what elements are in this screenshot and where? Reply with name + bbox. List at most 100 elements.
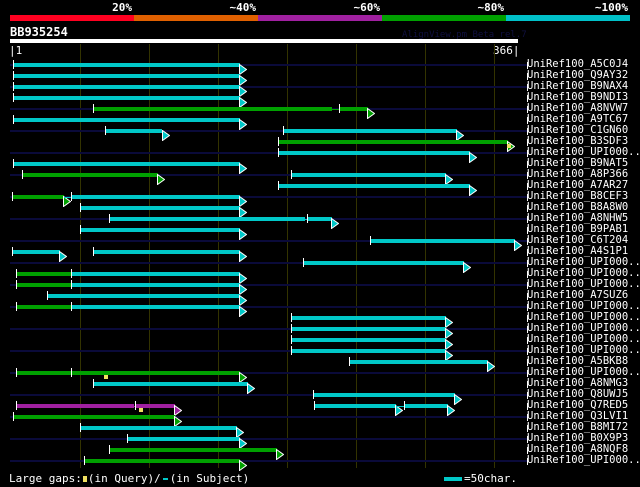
hit-label[interactable]: UniRef100_UPI000..: [527, 454, 640, 466]
hit-label[interactable]: UniRef100_A7SUZ6: [527, 289, 629, 301]
alignment-segment[interactable]: [13, 96, 240, 100]
alignment-segment[interactable]: [71, 272, 240, 276]
hit-label[interactable]: UniRef100_Q3LVI1: [527, 410, 629, 422]
hit-label[interactable]: UniRef100_B8A8W0: [527, 201, 629, 213]
alignment-segment[interactable]: [108, 448, 278, 452]
alignment-segment[interactable]: [278, 151, 471, 155]
hit-label[interactable]: UniRef100_A9TC67: [527, 113, 629, 125]
hit-label[interactable]: UniRef100_UPI000..: [527, 366, 640, 378]
row-track-line: [10, 372, 527, 374]
alignment-segment[interactable]: [108, 217, 305, 221]
alignment-segment[interactable]: [314, 404, 396, 408]
hit-label[interactable]: UniRef100_UPI000..: [527, 311, 640, 323]
hit-label[interactable]: UniRef100_UPI000..: [527, 300, 640, 312]
alignment-segment[interactable]: [93, 382, 249, 386]
alignment-segment[interactable]: [71, 305, 240, 309]
alignment-segment[interactable]: [16, 371, 72, 375]
alignment-segment[interactable]: [282, 129, 457, 133]
gridline: [356, 44, 357, 468]
alignment-segment[interactable]: [290, 349, 446, 353]
alignment-segment[interactable]: [104, 129, 163, 133]
hit-label[interactable]: UniRef100_UPI000..: [527, 322, 640, 334]
identity-label-4: ~80%: [477, 1, 505, 14]
alignment-segment[interactable]: [13, 415, 175, 419]
hit-label[interactable]: UniRef100_UPI000..: [527, 146, 640, 158]
alignment-segment[interactable]: [313, 393, 456, 397]
segment-start-tick: [135, 401, 136, 410]
alignment-segment[interactable]: [369, 239, 515, 243]
alignment-segment[interactable]: [278, 140, 508, 144]
alignment-segment[interactable]: [126, 437, 240, 441]
alignment-segment[interactable]: [46, 294, 240, 298]
hit-label[interactable]: UniRef100_UPI000..: [527, 256, 640, 268]
alignment-segment[interactable]: [71, 195, 240, 199]
alignment-segment[interactable]: [79, 228, 240, 232]
hit-label[interactable]: UniRef100_A7AR27: [527, 179, 629, 191]
alignment-segment[interactable]: [21, 173, 159, 177]
alignment-segment[interactable]: [13, 85, 240, 89]
segment-end-arrow-icon: [173, 401, 183, 417]
alignment-segment[interactable]: [12, 250, 61, 254]
alignment-segment[interactable]: [16, 283, 72, 287]
hit-label[interactable]: UniRef100_A5C0J4: [527, 58, 629, 70]
alignment-segment[interactable]: [13, 162, 240, 166]
alignment-segment[interactable]: [16, 404, 134, 408]
alignment-segment[interactable]: [13, 118, 240, 122]
hit-label[interactable]: UniRef100_B8MI72: [527, 421, 629, 433]
alignment-segment[interactable]: [290, 338, 446, 342]
alignment-segment[interactable]: [348, 360, 489, 364]
alignment-segment[interactable]: [12, 195, 65, 199]
alignment-segment[interactable]: [71, 283, 240, 287]
segment-start-tick: [16, 401, 17, 410]
hit-label[interactable]: UniRef100_A8P366: [527, 168, 629, 180]
alignment-segment[interactable]: [307, 217, 333, 221]
alignment-segment[interactable]: [303, 261, 464, 265]
hit-label[interactable]: UniRef100_UPI000..: [527, 344, 640, 356]
gap-line: [332, 109, 340, 110]
hit-label[interactable]: UniRef100_C1GN60: [527, 124, 629, 136]
hit-label[interactable]: UniRef100_Q8UWJ5: [527, 388, 629, 400]
alignment-segment[interactable]: [290, 173, 446, 177]
alignment-segment[interactable]: [93, 250, 240, 254]
hit-label[interactable]: UniRef100_B0X9P3: [527, 432, 629, 444]
alignment-segment[interactable]: [404, 404, 449, 408]
hit-label[interactable]: UniRef100_A5BKB8: [527, 355, 629, 367]
alignment-segment[interactable]: [134, 404, 175, 408]
hit-label[interactable]: UniRef100_Q9AY32: [527, 69, 629, 81]
hit-label[interactable]: UniRef100_A8NVW7: [527, 102, 629, 114]
alignment-segment[interactable]: [13, 74, 240, 78]
alignment-segment[interactable]: [339, 107, 369, 111]
alignment-segment[interactable]: [290, 316, 446, 320]
hit-label[interactable]: UniRef100_B8CEF3: [527, 190, 629, 202]
hit-label[interactable]: UniRef100_A4S1P1: [527, 245, 629, 257]
gridline: [80, 44, 81, 468]
hit-label[interactable]: UniRef100_B3SDF3: [527, 135, 629, 147]
alignment-segment[interactable]: [290, 327, 446, 331]
alignment-segment[interactable]: [278, 184, 471, 188]
hit-label[interactable]: UniRef100_Q7RED5: [527, 399, 629, 411]
alignment-segment[interactable]: [79, 206, 240, 210]
hit-label[interactable]: UniRef100_B9NDI3: [527, 91, 629, 103]
hit-label[interactable]: UniRef100_B9PAB1: [527, 223, 629, 235]
hit-label[interactable]: UniRef100_UPI000..: [527, 267, 640, 279]
alignment-segment[interactable]: [16, 305, 72, 309]
gap-line: [133, 406, 135, 407]
hit-label[interactable]: UniRef100_B9NAX4: [527, 80, 629, 92]
alignment-segment[interactable]: [79, 426, 238, 430]
hit-label[interactable]: UniRef100_A8NMG3: [527, 377, 629, 389]
alignment-segment[interactable]: [13, 63, 240, 67]
query-gap-marker-icon: [506, 144, 511, 148]
segment-start-tick: [71, 269, 72, 278]
alignment-segment[interactable]: [71, 371, 240, 375]
segment-start-tick: [105, 126, 106, 135]
hit-label[interactable]: UniRef100_C6T204: [527, 234, 629, 246]
alignment-segment[interactable]: [16, 272, 72, 276]
hit-label[interactable]: UniRef100_UPI000..: [527, 278, 640, 290]
alignment-segment[interactable]: [83, 459, 240, 463]
alignment-segment[interactable]: [93, 107, 333, 111]
row-end-marker: [527, 238, 528, 245]
hit-label[interactable]: UniRef100_B9NAT5: [527, 157, 629, 169]
hit-label[interactable]: UniRef100_A8NQF8: [527, 443, 629, 455]
hit-label[interactable]: UniRef100_UPI000..: [527, 333, 640, 345]
hit-label[interactable]: UniRef100_A8NHW5: [527, 212, 629, 224]
